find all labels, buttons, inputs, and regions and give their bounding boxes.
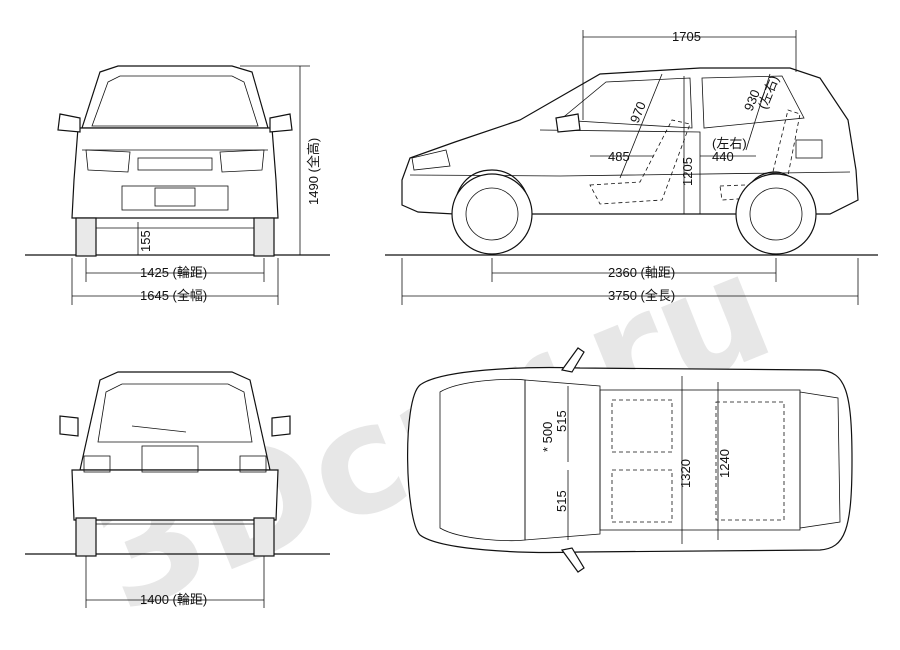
rear-dimensions: 1400 (輪距): [85, 556, 265, 608]
top-interior-front-label: 1320: [678, 459, 693, 488]
front-windshield: [91, 75, 259, 127]
side-rear-wheel: [735, 173, 817, 255]
top-dimensions: 515 515 * 500 1320 1240: [540, 376, 732, 544]
side-mirror: [555, 113, 581, 133]
side-headlight: [411, 149, 451, 171]
rear-taillight-right: [239, 455, 267, 473]
rear-window: [97, 383, 253, 443]
front-mirror-left: [57, 113, 81, 133]
top-mirror-left: [560, 347, 585, 373]
front-height-label: 1490 (全高): [306, 138, 321, 205]
side-rear-width-label: 440: [712, 149, 734, 164]
rear-body: [71, 469, 279, 521]
front-width-label: 1645 (全幅): [140, 288, 207, 303]
top-body: [407, 366, 853, 554]
side-front-rim: [465, 187, 519, 241]
top-interior-rear-label: 1240: [717, 449, 732, 478]
side-wheelbase-label: 2360 (軸距): [608, 265, 675, 280]
front-track-label: 1425 (輪距): [140, 265, 207, 280]
side-front-seat: [589, 119, 691, 205]
front-plate: [154, 187, 196, 207]
front-dimensions: 1490 (全高) 155 1425 (輪距) 1645 (全幅): [71, 65, 321, 305]
rear-taillight-left: [83, 455, 111, 473]
rear-wheel-left: [75, 517, 97, 557]
front-clearance-label: 155: [138, 230, 153, 252]
front-grille: [137, 157, 213, 171]
side-view: [385, 67, 878, 256]
front-bumper-intake: [121, 185, 229, 211]
top-rear-bench: [715, 401, 785, 521]
front-view: [25, 65, 330, 257]
side-door-line: [539, 129, 701, 214]
front-body: [71, 127, 279, 219]
rear-mirror-left: [59, 415, 79, 437]
front-wheel-right: [253, 217, 275, 257]
side-front-seat-label: 485: [608, 149, 630, 164]
top-rear-window: [799, 391, 841, 529]
side-rear-window: [701, 75, 805, 129]
side-top-span-label: 1705: [672, 29, 701, 44]
top-windshield: [524, 379, 601, 541]
rear-cabin: [79, 371, 271, 471]
side-taillight: [795, 139, 823, 159]
side-interior-height-label: 1205: [680, 157, 695, 186]
side-length-label: 3750 (全長): [608, 288, 675, 303]
side-beltline: [409, 171, 851, 177]
top-view: [407, 347, 853, 573]
rear-plate: [141, 445, 199, 473]
top-seat-bottom-label: 515: [554, 490, 569, 512]
rear-wiper: [131, 425, 187, 433]
side-front-window: [558, 77, 693, 129]
rear-track-label: 1400 (輪距): [140, 592, 207, 607]
side-dimensions: 1705 970 930 (左右) 485 1205 (左右) 440 2360…: [401, 29, 859, 305]
front-headlight-right: [219, 149, 265, 173]
top-seat-top-label: 515: [554, 410, 569, 432]
top-mirror-right: [560, 547, 585, 573]
front-headlight-left: [85, 149, 131, 173]
rear-wheel-right: [253, 517, 275, 557]
front-mirror-right: [269, 113, 293, 133]
side-rear-width-note: (左右): [712, 136, 747, 151]
rear-view: [25, 371, 330, 557]
side-headroom-rear-line: [745, 73, 771, 151]
side-rear-rim: [749, 187, 803, 241]
top-front-seat-left: [611, 399, 673, 453]
top-front-seat-right: [611, 469, 673, 523]
front-wheel-left: [75, 217, 97, 257]
top-seat-note-label: * 500: [540, 422, 555, 452]
front-roof: [81, 65, 269, 129]
side-headroom-front-line: [619, 73, 663, 179]
side-front-wheel: [451, 173, 533, 255]
rear-mirror-right: [271, 415, 291, 437]
